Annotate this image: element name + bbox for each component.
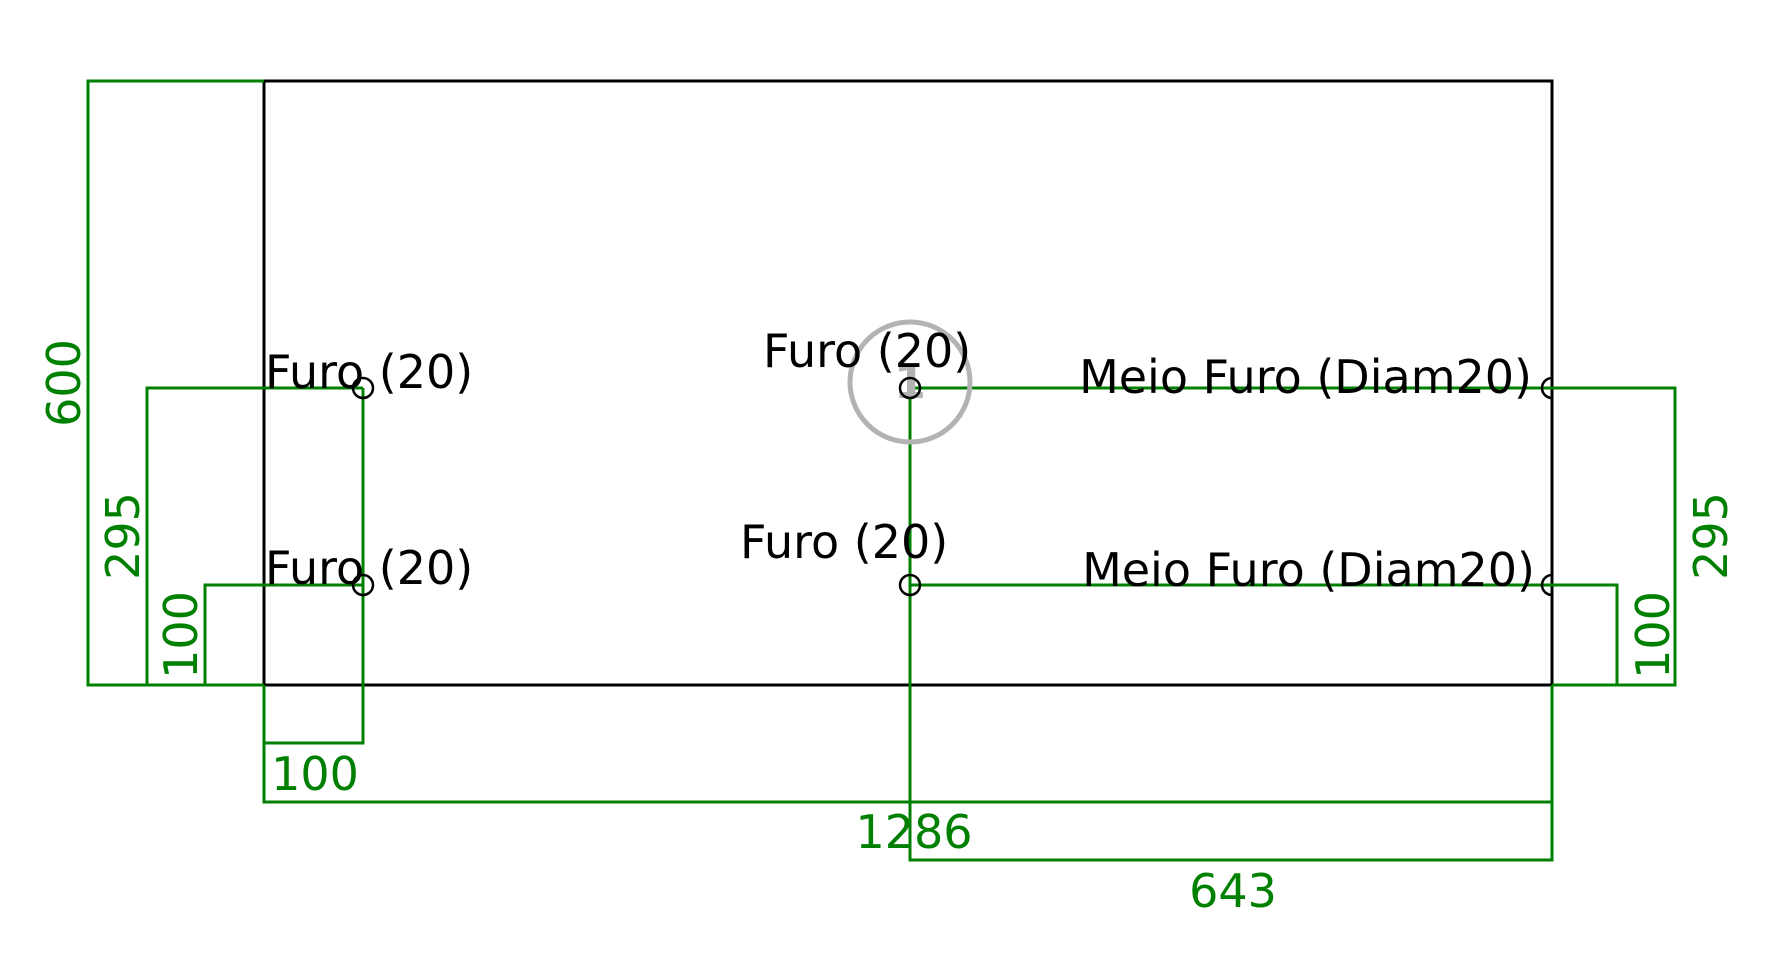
dim-line-643: [908, 388, 1554, 862]
reference-marker: 1: [847, 319, 973, 445]
dimension-lines: [86, 79, 1677, 862]
half-hole-label: Meio Furo (Diam20): [1079, 350, 1532, 404]
reference-marker-circle: [847, 319, 973, 445]
dim-value-1286: 1286: [855, 805, 972, 859]
dim-value-bottom-100: 100: [271, 747, 359, 801]
dim-value-right-295: 295: [1684, 492, 1738, 580]
hole-label: Furo (20): [763, 324, 971, 378]
dim-line-1286: [262, 685, 1554, 804]
half-hole-arc: [1540, 376, 1553, 400]
dimension-values: 600 295 100 295 100 100 1286 643: [37, 339, 1738, 918]
hole-circle: [351, 376, 375, 400]
hole-circle: [898, 376, 922, 400]
dim-line-right-295: [910, 386, 1677, 687]
hole-labels: Furo (20) Furo (20) Furo (20) Furo (20) …: [265, 324, 1535, 597]
hole-label: Furo (20): [265, 541, 473, 595]
dim-value-left-295: 295: [96, 492, 150, 580]
hole-label: Furo (20): [740, 515, 948, 569]
holes: [351, 376, 1553, 597]
dim-line-left-100: [203, 583, 363, 687]
hole-circle: [898, 573, 922, 597]
half-hole-arc: [1540, 573, 1553, 597]
dim-line-right-100: [910, 583, 1619, 687]
hole-label: Furo (20): [265, 345, 473, 399]
dim-value-643: 643: [1189, 864, 1277, 918]
hole-circle: [351, 573, 375, 597]
dim-value-left-100: 100: [154, 591, 208, 679]
reference-marker-label: 1: [894, 355, 926, 409]
panel-outline: [262, 79, 1554, 687]
dim-value-600: 600: [37, 339, 91, 427]
half-hole-label: Meio Furo (Diam20): [1082, 543, 1535, 597]
dim-value-right-100: 100: [1626, 591, 1680, 679]
